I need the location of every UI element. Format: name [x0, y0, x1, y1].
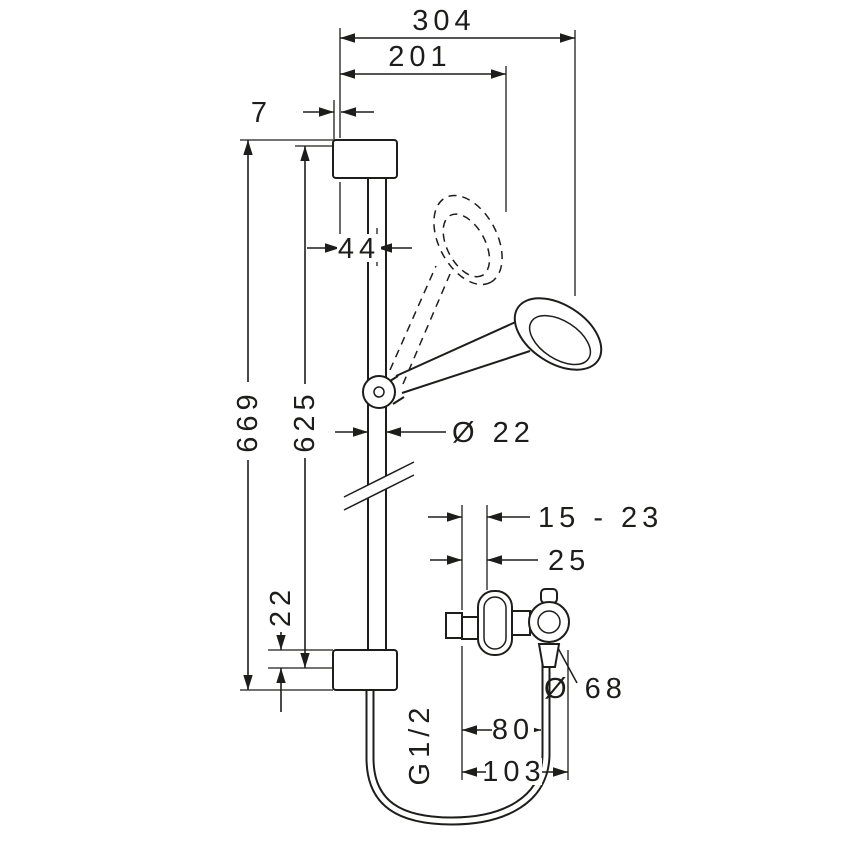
bottom-wall-bracket	[332, 649, 398, 691]
dim-22-label: 22	[265, 585, 297, 627]
mixer-handle	[528, 601, 570, 643]
dim-68-label: Ø 68	[544, 673, 627, 705]
dim-44-label: 44	[338, 233, 380, 265]
escutcheon-inner	[483, 596, 507, 650]
hand-shower	[395, 297, 603, 394]
dim-304-label: 304	[412, 5, 475, 37]
top-wall-bracket	[332, 139, 398, 179]
dim-80-label: 80	[492, 714, 534, 746]
mixer-valve	[445, 588, 570, 668]
spray-face	[528, 314, 592, 366]
dim-bar-diameter-label: Ø 22	[452, 417, 535, 449]
mixer-handle-inner	[537, 610, 561, 634]
dim-7-label: 7	[251, 97, 272, 129]
dim-25-label: 25	[548, 545, 590, 577]
dim-103-label: 103	[482, 756, 545, 788]
shower-head	[513, 297, 603, 371]
handle-knob	[540, 588, 558, 604]
hand-shower-raised-dashed	[389, 194, 503, 385]
slide-bar	[343, 178, 415, 650]
bar-break-mask	[344, 462, 414, 510]
dim-201-label: 201	[388, 41, 451, 73]
dim-669-label: 669	[232, 389, 264, 452]
escutcheon	[477, 590, 513, 656]
wall-union	[445, 612, 463, 639]
valve-neck	[511, 610, 531, 636]
outlet-nut	[537, 643, 561, 668]
union-nut	[461, 616, 479, 640]
slider-holder	[362, 375, 405, 409]
dim-625-label: 625	[289, 389, 321, 452]
dim-g12-label: G1/2	[404, 703, 436, 786]
dimension-labels: 304 201 7 44 669 625 Ø 22 22 15 - 23 25 …	[232, 5, 663, 788]
diameter-68-leader	[557, 647, 578, 684]
label-halos	[337, 234, 542, 785]
dim-15-23-label: 15 - 23	[538, 502, 663, 534]
